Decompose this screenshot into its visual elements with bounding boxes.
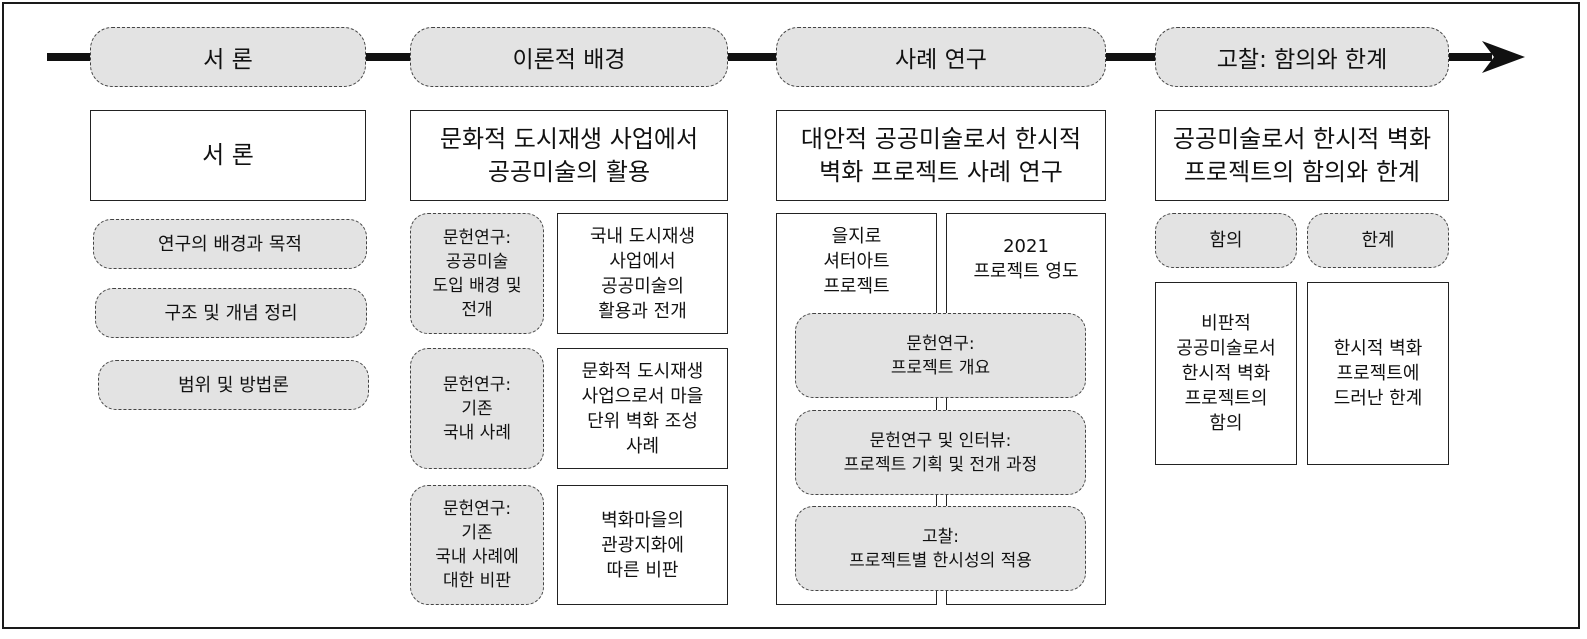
- outer-frame: [2, 2, 1580, 629]
- discussion-title: 공공미술로서 한시적 벽화 프로젝트의 함의와 한계: [1155, 110, 1449, 201]
- phase-intro: 서 론: [90, 27, 366, 87]
- theory-content: 벽화마을의 관광지화에 따른 비판: [557, 485, 728, 605]
- case-step: 문헌연구 및 인터뷰: 프로젝트 기획 및 전개 과정: [795, 410, 1086, 495]
- theory-content: 국내 도시재생 사업에서 공공미술의 활용과 전개: [557, 213, 728, 334]
- discussion-implication: 비판적 공공미술로서 한시적 벽화 프로젝트의 함의: [1155, 282, 1297, 465]
- case-step: 고찰: 프로젝트별 한시성의 적용: [795, 506, 1086, 591]
- intro-title: 서 론: [90, 110, 366, 201]
- theory-method: 문헌연구: 기존 국내 사례에 대한 비판: [410, 485, 544, 605]
- discussion-label-limitation: 한계: [1307, 213, 1449, 268]
- phase-discussion: 고찰: 함의와 한계: [1155, 27, 1449, 87]
- intro-item: 구조 및 개념 정리: [95, 288, 367, 338]
- intro-item: 연구의 배경과 목적: [93, 219, 367, 269]
- case-step: 문헌연구: 프로젝트 개요: [795, 313, 1086, 398]
- discussion-label-implication: 함의: [1155, 213, 1297, 268]
- intro-item: 범위 및 방법론: [98, 360, 369, 410]
- theory-method: 문헌연구: 공공미술 도입 배경 및 전개: [410, 213, 544, 334]
- phase-theory: 이론적 배경: [410, 27, 728, 87]
- discussion-limitation: 한시적 벽화 프로젝트에 드러난 한계: [1307, 282, 1449, 465]
- phase-case: 사례 연구: [776, 27, 1106, 87]
- theory-content: 문화적 도시재생 사업으로서 마을 단위 벽화 조성 사례: [557, 348, 728, 469]
- theory-title: 문화적 도시재생 사업에서 공공미술의 활용: [410, 110, 728, 201]
- case-title: 대안적 공공미술로서 한시적 벽화 프로젝트 사례 연구: [776, 110, 1106, 201]
- theory-method: 문헌연구: 기존 국내 사례: [410, 348, 544, 469]
